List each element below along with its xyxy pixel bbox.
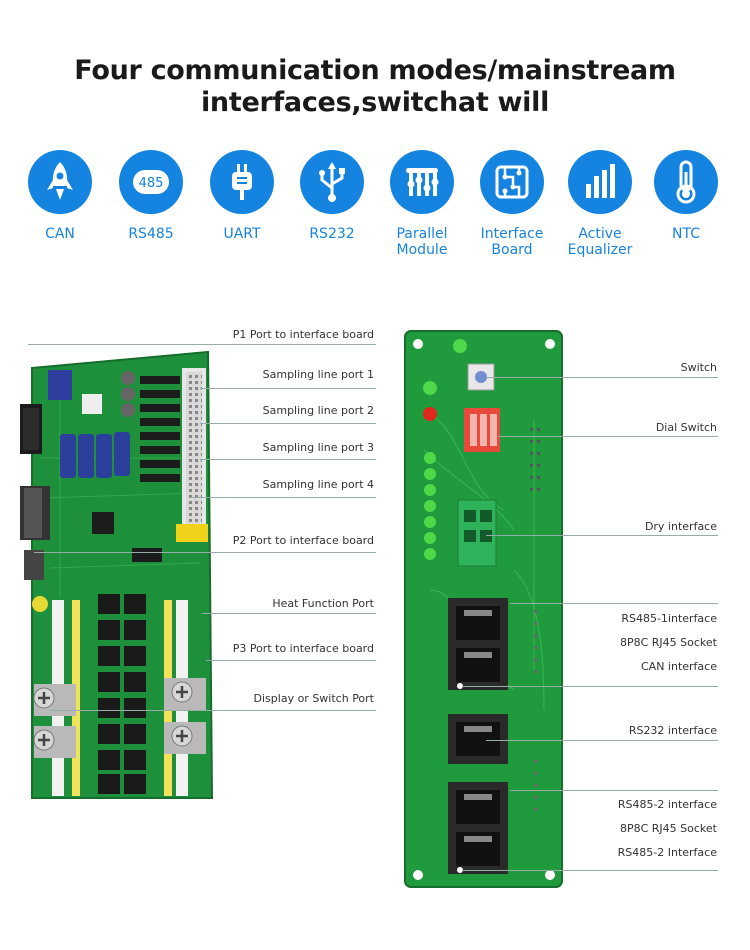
feature-label: RS232 (309, 226, 355, 242)
callout-rs485-2: RS485-2 interface (617, 798, 717, 811)
callout-sampling-port-1: Sampling line port 1 (262, 368, 374, 381)
rocket-icon (28, 150, 92, 214)
callout-line (486, 740, 718, 741)
callout-line (206, 660, 376, 661)
interface-board-image (404, 330, 563, 888)
callout-switch: Switch (680, 361, 717, 374)
feature-label: NTC (672, 226, 700, 242)
callout-dial-switch: Dial Switch (655, 421, 717, 434)
page-title-line-1: Four communication modes/mainstream (74, 55, 676, 86)
usb-icon (300, 150, 364, 214)
circuit-board-icon (480, 150, 544, 214)
callout-sampling-port-3: Sampling line port 3 (262, 441, 374, 454)
thermometer-icon (654, 150, 718, 214)
bar-chart-icon (568, 150, 632, 214)
callout-sampling-port-4: Sampling line port 4 (262, 478, 374, 491)
callout-heat-function-port: Heat Function Port (272, 597, 374, 610)
callout-line (190, 497, 376, 498)
callout-line (200, 459, 376, 460)
callout-line (50, 710, 376, 711)
feature-interface-board: Interface Board (466, 150, 558, 258)
callout-line (200, 423, 376, 424)
callout-line (28, 344, 376, 345)
feature-label: Interface Board (480, 226, 544, 258)
callout-line (200, 388, 376, 389)
callout-p1-port: P1 Port to interface board (232, 328, 374, 341)
feature-label: RS485 (128, 226, 174, 242)
feature-label: CAN (45, 226, 75, 242)
callout-line (510, 603, 718, 604)
callout-line (34, 552, 376, 553)
badge-485-text: 485 (139, 176, 164, 191)
callout-p3-port: P3 Port to interface board (232, 642, 374, 655)
callout-rs232: RS232 interface (628, 724, 717, 737)
callout-can-interface: CAN interface (641, 660, 717, 673)
feature-can: CAN (14, 150, 106, 242)
callout-sampling-port-2: Sampling line port 2 (262, 404, 374, 417)
callout-line (462, 686, 718, 687)
callout-line (202, 613, 376, 614)
badge-485-icon: 485 (119, 150, 183, 214)
feature-label: UART (223, 226, 261, 242)
callout-rj45-socket-1: 8P8C RJ45 Socket (619, 636, 717, 649)
callout-line (498, 436, 718, 437)
parallel-icon (390, 150, 454, 214)
callout-dry-interface: Dry interface (644, 520, 717, 533)
feature-ntc: NTC (640, 150, 732, 242)
callout-line (486, 377, 718, 378)
feature-rs485: 485 RS485 (105, 150, 197, 242)
feature-label: Parallel Module (396, 226, 448, 258)
callout-p2-port: P2 Port to interface board (232, 534, 374, 547)
plug-icon (210, 150, 274, 214)
callout-line (462, 870, 718, 871)
feature-parallel-module: Parallel Module (376, 150, 468, 258)
feature-active-equalizer: Active Equalizer (554, 150, 646, 258)
callout-rj45-socket-2: 8P8C RJ45 Socket (619, 822, 717, 835)
callout-display-switch-port: Display or Switch Port (253, 692, 374, 705)
feature-label: Active Equalizer (567, 226, 633, 258)
feature-rs232: RS232 (286, 150, 378, 242)
bms-main-board-image (20, 350, 214, 799)
feature-icon-row: CAN 485 RS485 UART RS232 Parallel Module… (0, 150, 750, 270)
callout-rs485-1: RS485-1interface (621, 612, 717, 625)
feature-uart: UART (196, 150, 288, 242)
callout-line (486, 535, 718, 536)
callout-line (510, 790, 718, 791)
page-title-line-2: interfaces,switchat will (200, 87, 550, 118)
callout-rs485-2-bottom: RS485-2 Interface (617, 846, 717, 859)
